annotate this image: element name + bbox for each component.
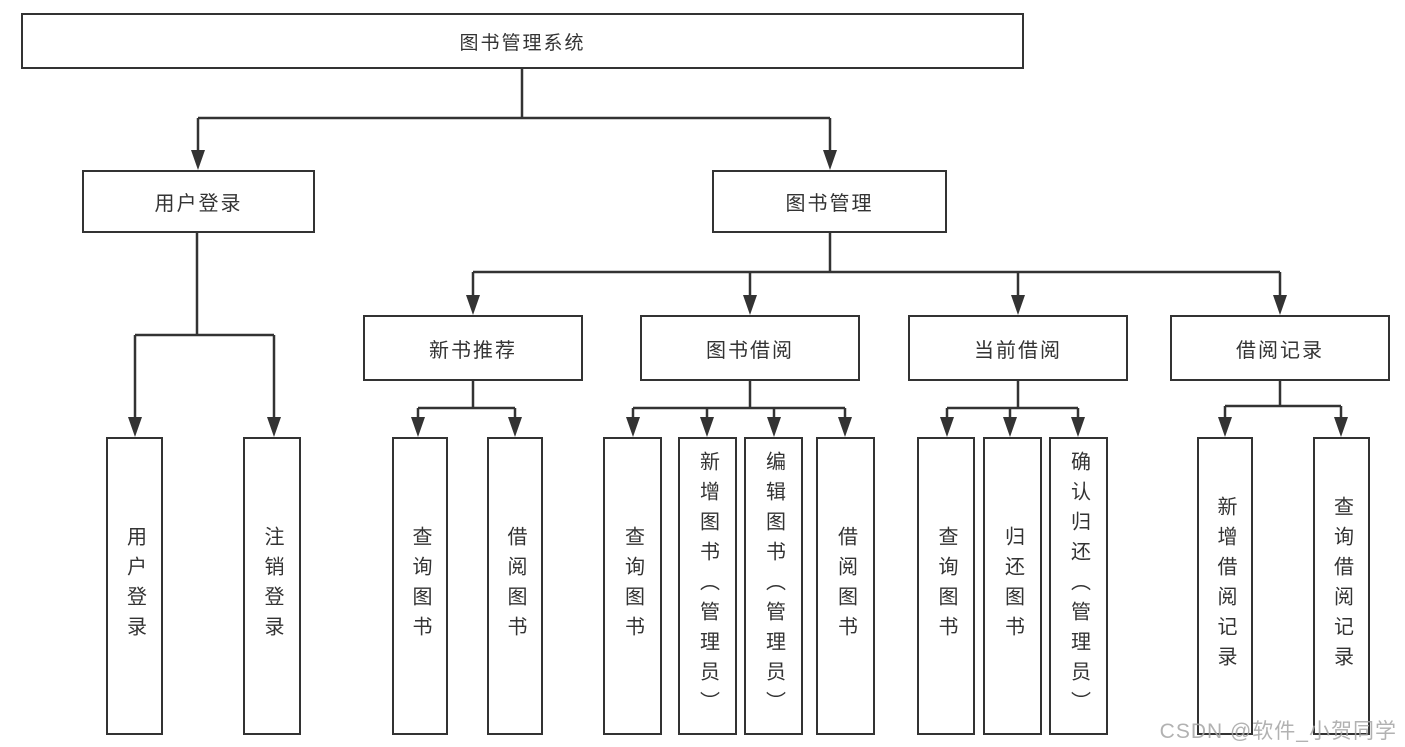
node-library-system: 图书管理系统 [21,13,1024,69]
node-book-borrowing: 图书借阅 [640,315,860,381]
leaf-add-books-admin: 新增图书（管理员） [678,437,737,735]
node-new-book-recommend: 新书推荐 [363,315,583,381]
leaf-edit-books-admin: 编辑图书（管理员） [744,437,803,735]
leaf-user-login: 用户登录 [106,437,163,735]
leaf-borrow-books-borrowing: 借阅图书 [816,437,875,735]
leaf-query-books-current: 查询图书 [917,437,975,735]
node-book-management: 图书管理 [712,170,947,233]
csdn-watermark: CSDN @软件_小贺同学 [1159,720,1397,743]
leaf-query-books-borrowing: 查询图书 [603,437,662,735]
leaf-return-books: 归还图书 [983,437,1042,735]
leaf-logout: 注销登录 [243,437,301,735]
node-borrowing-records: 借阅记录 [1170,315,1390,381]
leaf-query-books-recommend: 查询图书 [392,437,448,735]
leaf-confirm-return-admin: 确认归还（管理员） [1049,437,1108,735]
leaf-query-borrow-record: 查询借阅记录 [1313,437,1370,735]
leaf-add-borrow-record: 新增借阅记录 [1197,437,1253,735]
node-current-borrowing: 当前借阅 [908,315,1128,381]
node-user-login: 用户登录 [82,170,315,233]
leaf-borrow-books-recommend: 借阅图书 [487,437,543,735]
tree-edges [133,66,1343,421]
